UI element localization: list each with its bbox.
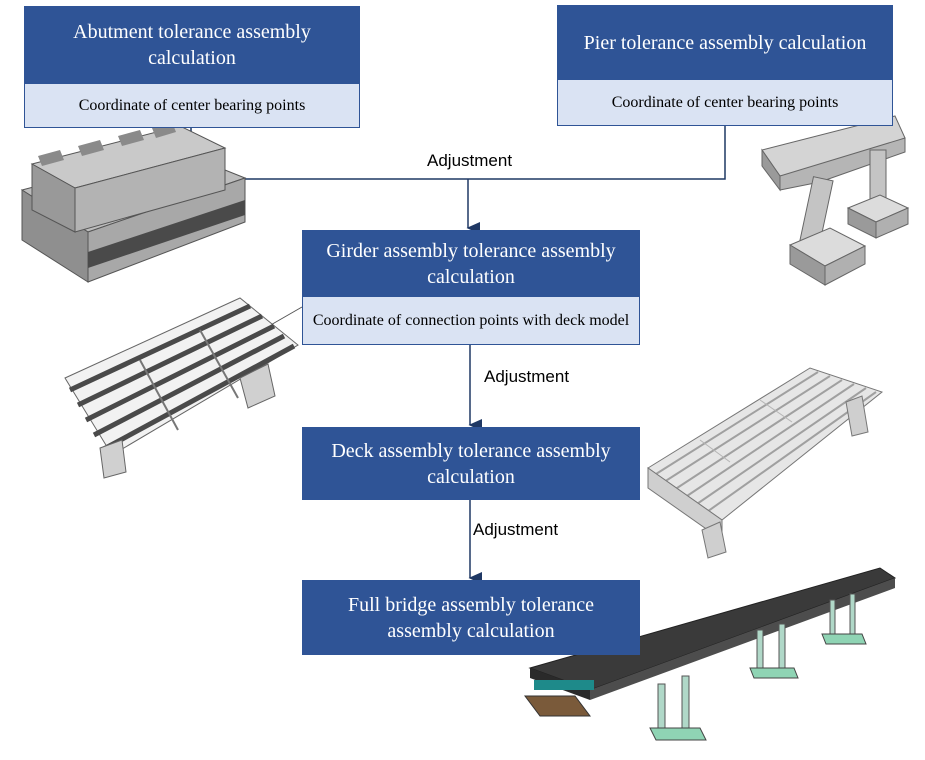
adjustment-label-3: Adjustment (473, 520, 559, 539)
pier-title-box: Pier tolerance assembly calculation (557, 5, 893, 80)
girder-title-box: Girder assembly tolerance assembly calcu… (302, 230, 640, 297)
full-bridge-title-box: Full bridge assembly tolerance assembly … (302, 580, 640, 655)
adjustment-label-1: Adjustment (427, 151, 513, 170)
abutment-title-box: Abutment tolerance assembly calculation (24, 6, 360, 84)
pier-connector (468, 126, 726, 180)
pier-output-box: Coordinate of center bearing points (557, 80, 893, 126)
girder-output-box: Coordinate of connection points with dec… (302, 297, 640, 345)
abutment-output-box: Coordinate of center bearing points (24, 84, 360, 128)
deck-title-box: Deck assembly tolerance assembly calcula… (302, 427, 640, 500)
adjustment-label-2: Adjustment (484, 367, 570, 386)
